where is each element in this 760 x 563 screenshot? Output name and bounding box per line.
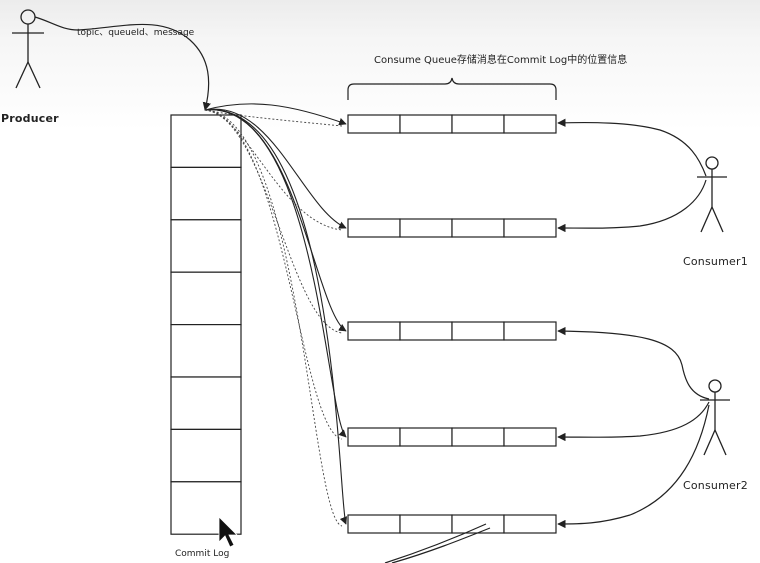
consumer1-left-leg — [700, 206, 713, 233]
consumer2-label: Consumer2 — [683, 479, 748, 492]
producer-right-leg — [27, 61, 41, 89]
consumer2-head — [708, 379, 722, 393]
consumer2-arrow-queue5 — [557, 404, 710, 529]
consume-queue-title: Consume Queue存储消息在Commit Log中的位置信息 — [374, 55, 628, 66]
commit-log-cell — [170, 428, 242, 483]
producer-label: Producer — [1, 112, 59, 125]
queue-pointer-dotted-curve — [204, 109, 343, 527]
consume-queue-cell — [347, 218, 401, 238]
consume-queue-cell — [347, 514, 401, 534]
consumer2-figure — [700, 379, 730, 456]
consume-queue-cell — [451, 321, 505, 341]
bottom-line-2 — [384, 523, 487, 563]
consumer2-arrow-queue3 — [557, 326, 710, 400]
consume-queue-cell — [399, 427, 453, 447]
commit-log-cell — [170, 219, 242, 273]
consume-queue-brace — [347, 77, 557, 100]
consume-queue-cell — [451, 114, 505, 134]
consume-queue-cell — [399, 218, 453, 238]
consumer1-head — [705, 156, 719, 170]
commit-log-cell — [170, 376, 242, 431]
queue-pointer-curve — [204, 109, 348, 525]
consume-queue-cell — [399, 321, 453, 341]
consume-queue-cell — [347, 427, 401, 447]
commit-log-cell — [170, 166, 242, 221]
consume-queue-cell — [347, 321, 401, 341]
consume-queue — [347, 114, 557, 134]
consumer1-arrow-queue2 — [557, 179, 707, 233]
consumer2-left-leg — [703, 429, 716, 456]
consumer2-arrow-queue4 — [557, 401, 710, 442]
consume-queue-cell — [347, 114, 401, 134]
consumer1-label: Consumer1 — [683, 255, 748, 268]
consume-queue-cell — [451, 514, 505, 534]
queue-pointer-curve — [204, 108, 347, 229]
producer-arrow — [34, 16, 211, 111]
mouse-cursor-icon — [218, 516, 238, 548]
consume-queue-cell — [399, 514, 453, 534]
commit-log-cell — [170, 271, 242, 326]
consume-queue — [347, 218, 557, 238]
consume-queue — [347, 514, 557, 534]
commit-log-label: Commit Log — [175, 549, 230, 559]
commit-log-cell — [170, 481, 242, 535]
consumer1-right-leg — [711, 206, 724, 233]
consume-queue — [347, 321, 557, 341]
consume-queue — [347, 427, 557, 447]
producer-left-leg — [15, 61, 29, 89]
consumer1-figure — [697, 156, 727, 233]
consume-queue-cell — [503, 514, 557, 534]
consume-queue-cell — [399, 114, 453, 134]
consume-queue-cell — [503, 218, 557, 238]
producer-figure — [12, 9, 44, 89]
consume-queues — [347, 114, 557, 534]
consume-queue-cell — [503, 427, 557, 447]
queue-pointer-curve — [204, 109, 347, 438]
message-fields-label: topic、queueId、message — [77, 28, 195, 38]
consume-queue-cell — [451, 427, 505, 447]
commit-log-cell — [170, 324, 242, 378]
commit-log-column — [170, 114, 242, 535]
bottom-line-1 — [391, 527, 491, 563]
consume-queue-cell — [503, 114, 557, 134]
consumer2-right-leg — [714, 429, 727, 456]
queue-pointer-dotted-curve — [204, 109, 343, 334]
commit-log-cell — [170, 114, 242, 169]
consume-queue-cell — [451, 218, 505, 238]
queue-pointer-curve — [204, 103, 347, 126]
consume-queue-cell — [503, 321, 557, 341]
commit-log-to-queue-curves — [204, 103, 348, 527]
producer-head — [20, 9, 36, 25]
consumer1-arrow-queue1 — [557, 118, 707, 177]
